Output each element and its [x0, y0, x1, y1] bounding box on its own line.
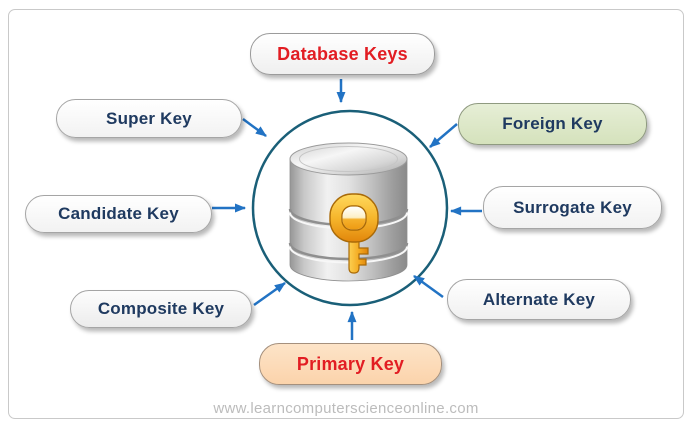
- node-label: Foreign Key: [502, 114, 603, 133]
- node-candidate-key: Candidate Key: [25, 195, 212, 233]
- node-primary-key: Primary Key: [259, 343, 442, 385]
- node-surrogate-key: Surrogate Key: [483, 186, 662, 229]
- node-database-keys: Database Keys: [250, 33, 435, 75]
- node-label: Database Keys: [277, 43, 408, 64]
- node-composite-key: Composite Key: [70, 290, 252, 328]
- node-alternate-key: Alternate Key: [447, 279, 631, 320]
- key-icon: [329, 193, 379, 274]
- node-label: Surrogate Key: [513, 197, 632, 217]
- node-label: Primary Key: [296, 353, 405, 374]
- diagram-border-frame: [8, 9, 684, 419]
- node-label: Candidate Key: [58, 204, 179, 223]
- node-label: Super Key: [106, 108, 192, 128]
- node-label: Composite Key: [97, 299, 225, 318]
- node-foreign-key: Foreign Key: [458, 103, 647, 145]
- node-super-key: Super Key: [56, 99, 242, 138]
- watermark-text: www.learncomputerscienceonline.com: [201, 400, 491, 417]
- node-label: Alternate Key: [482, 289, 596, 309]
